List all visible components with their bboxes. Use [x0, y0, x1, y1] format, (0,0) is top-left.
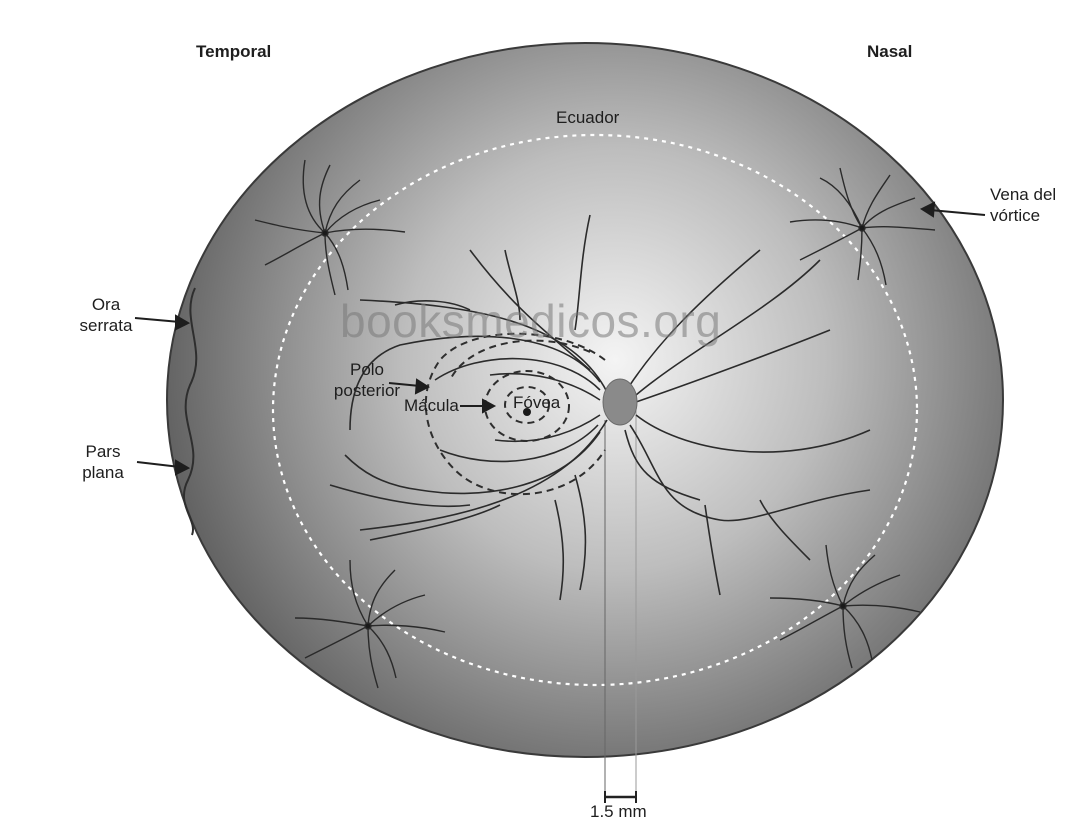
- vortex-vein-upper-right: [789, 167, 936, 286]
- polo-posterior-label: Polo posterior: [322, 360, 412, 401]
- fovea-label: Fóvea: [513, 393, 561, 412]
- pars-label-line1: Pars: [85, 442, 121, 461]
- pars-plana-label: Pars plana: [68, 442, 138, 483]
- macula-label: Mácula: [404, 396, 459, 415]
- vortex-vein-lower-left: [294, 559, 446, 689]
- watermark: booksmedicos.org: [340, 295, 722, 347]
- ora-label-line2: serrata: [79, 315, 133, 335]
- vena-label-line2: vórtice: [990, 205, 1041, 225]
- fovea-dot: [523, 408, 531, 416]
- annotation-arrows: [134, 201, 986, 476]
- ora-label-line1: Ora: [91, 295, 121, 314]
- equator-line: [271, 133, 919, 687]
- ecuador-label: Ecuador: [556, 108, 620, 127]
- polo-label-line1: Polo: [349, 360, 385, 379]
- polo-label-line2: posterior: [333, 380, 401, 400]
- ora-serrata-label: Ora serrata: [66, 295, 146, 336]
- pars-label-line2: plana: [82, 462, 124, 482]
- optic-disc: [602, 378, 638, 426]
- eye-globe: [166, 42, 1004, 758]
- vortex-vein-lower-right: [769, 544, 921, 669]
- scale-label: 1.5 mm: [590, 802, 647, 821]
- ora-serrata-line: [182, 287, 198, 536]
- vena-label-line1: Vena del: [990, 185, 1057, 204]
- temporal-label: Temporal: [196, 42, 272, 61]
- vortex-vein-upper-left: [254, 159, 406, 296]
- vena-del-vortice-label: Vena del vórtice: [990, 185, 1056, 226]
- retinal-vessels: [329, 214, 871, 601]
- nasal-label: Nasal: [867, 42, 913, 61]
